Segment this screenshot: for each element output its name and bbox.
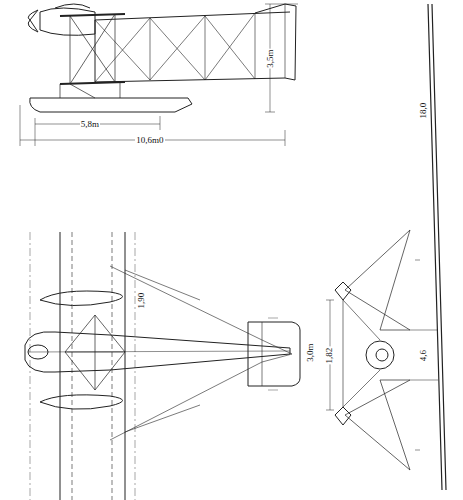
dimension-label: 3,0m: [305, 342, 314, 362]
dimension-label: 18,0: [420, 101, 429, 119]
side-view: [20, 4, 298, 146]
front-view: [326, 4, 446, 490]
dimension-label: 4,6: [420, 348, 429, 361]
dimension-label: 5,8m: [80, 120, 100, 129]
dimension-label: 1,90: [138, 291, 147, 309]
dimension-label: 10,6m0: [135, 136, 164, 145]
dimension-label: 3,5m: [265, 48, 274, 68]
dimension-label: 1,82: [326, 346, 335, 364]
plan-view: [25, 232, 300, 500]
